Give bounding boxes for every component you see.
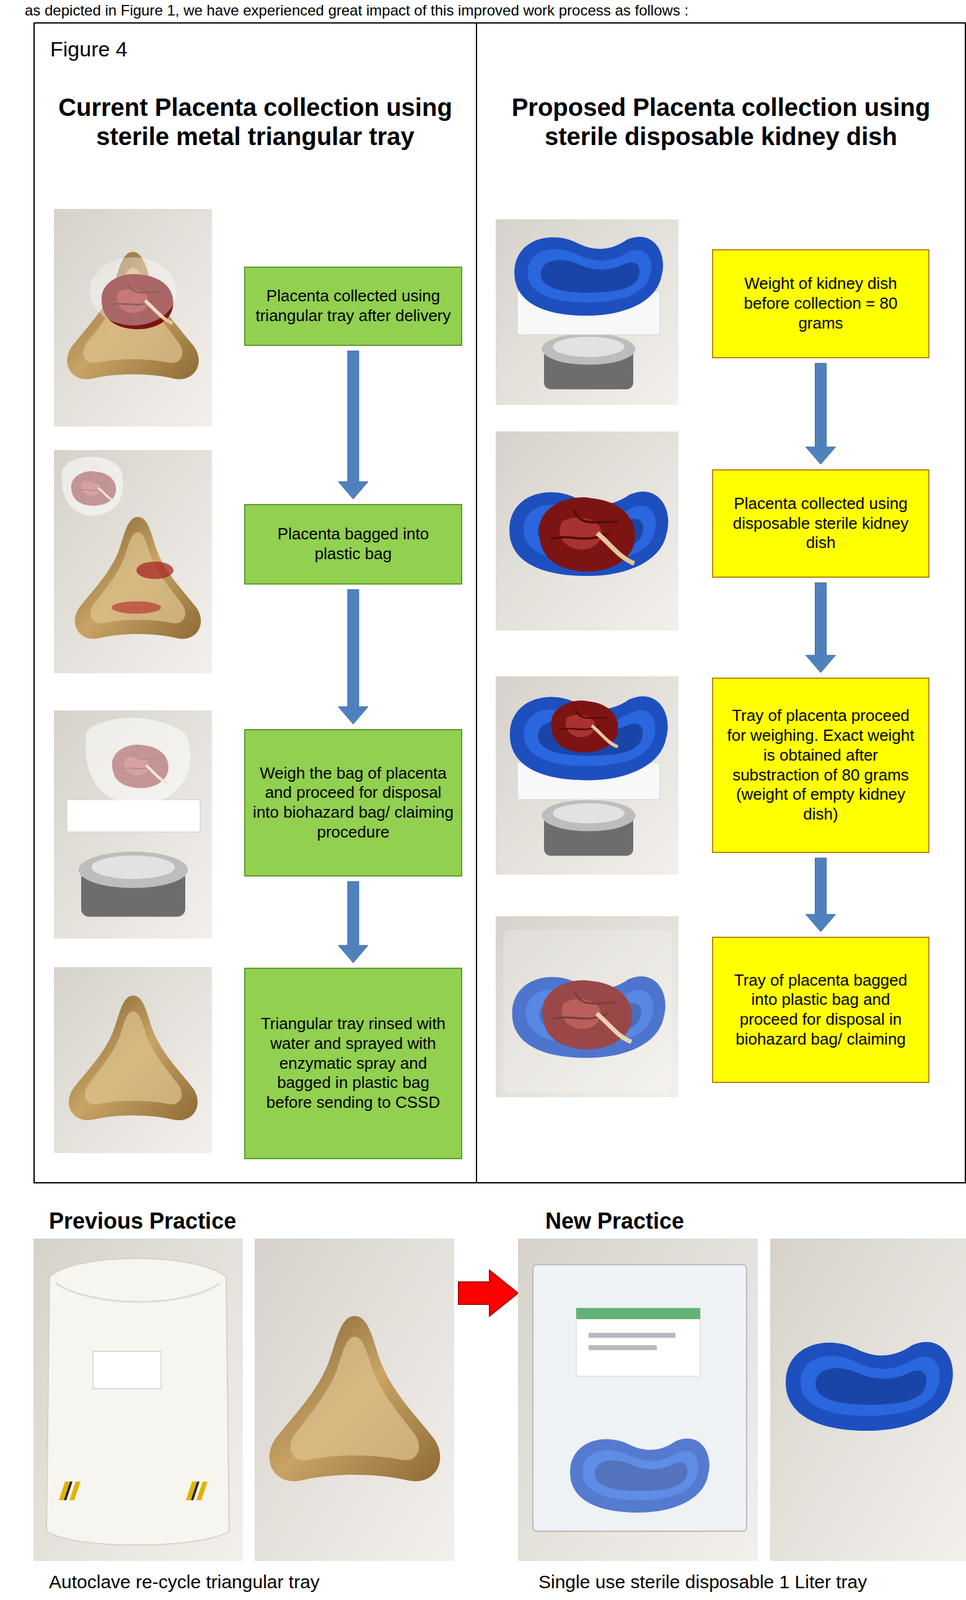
photo-caption: Single use sterile disposable 1 Liter tr… — [538, 1570, 867, 1593]
photo-empty-tray-part — [68, 995, 198, 1120]
panel-title: Current Placenta collection using steril… — [42, 92, 469, 152]
box-text: Placenta collected using triangular tray… — [252, 286, 454, 326]
photo-sterile-package-part — [532, 1264, 747, 1531]
photo-autoclave-package-part — [92, 1350, 162, 1388]
photo-tray-with-placenta-part — [89, 257, 177, 326]
panel-title: Proposed Placenta collection using steri… — [484, 92, 958, 152]
photo-bagged-kidney-dish-part — [495, 915, 679, 1097]
intro-sentence: as depicted in Figure 1, we have experie… — [24, 1, 689, 20]
photo-kidney-dish-weighing-part — [509, 695, 668, 780]
photo-bagged-placenta-part — [136, 561, 174, 579]
box-text: Weight of kidney dish before collection … — [720, 273, 921, 333]
photo-bagged-placenta-part — [53, 449, 212, 673]
photo-kidney-dish-weighing-part — [541, 799, 636, 856]
photo-bagged-kidney-dish — [495, 915, 679, 1097]
photo-tray-with-placenta — [53, 208, 212, 427]
box-text: Tray of placenta proceed for weighing. E… — [720, 705, 921, 824]
photo-weighing-bag-part — [53, 710, 212, 939]
process-box: Weight of kidney dish before collection … — [711, 249, 930, 359]
flow-arrow — [806, 857, 836, 932]
proposed-process-panel: Proposed Placenta collection using steri… — [475, 22, 966, 1183]
photo-blue-kidney-dish-part — [770, 1238, 966, 1561]
photo-sterile-package-part — [534, 1265, 746, 1530]
photo-weighing-bag — [53, 710, 212, 939]
flow-arrow — [338, 350, 369, 499]
photo-placenta-in-kidney-dish-part — [539, 496, 636, 572]
process-box: Placenta bagged into plastic bag — [244, 503, 463, 585]
photo-autoclave-package-part — [46, 1257, 230, 1545]
photo-bagged-placenta-part — [61, 456, 123, 516]
process-box: Weigh the bag of placenta and proceed fo… — [244, 728, 463, 877]
photo-bagged-kidney-dish-part — [503, 929, 672, 1092]
flow-arrow — [806, 582, 836, 673]
photo-blue-kidney-dish-part — [785, 1341, 953, 1431]
process-box: Placenta collected using disposable ster… — [711, 469, 930, 578]
photo-autoclave-package — [33, 1238, 243, 1561]
section-heading: New Practice — [545, 1207, 685, 1234]
photo-caption: Autoclave re-cycle triangular tray — [48, 1570, 320, 1593]
photo-tray-with-placenta-part — [53, 208, 212, 427]
change-arrow — [458, 1269, 519, 1316]
photo-triangular-tray — [254, 1238, 455, 1561]
photo-placenta-in-kidney-dish-part — [495, 431, 679, 631]
process-box: Tray of placenta bagged into plastic bag… — [711, 936, 930, 1083]
box-text: Tray of placenta bagged into plastic bag… — [720, 970, 921, 1050]
photo-bagged-placenta-part — [74, 516, 201, 639]
photo-kidney-dish-on-scale-part — [495, 219, 679, 405]
photo-kidney-dish-on-scale-part — [541, 333, 636, 390]
photo-tray-with-placenta-part — [66, 251, 199, 379]
photo-kidney-dish-weighing-part — [495, 676, 679, 875]
photo-autoclave-package-part — [190, 1480, 200, 1500]
change-arrow-part — [458, 1269, 519, 1316]
photo-triangular-tray-part — [254, 1238, 455, 1561]
photo-autoclave-package-part — [185, 1480, 208, 1500]
photo-sterile-package — [518, 1238, 758, 1561]
photo-placenta-in-kidney-dish — [495, 431, 679, 631]
process-box: Triangular tray rinsed with water and sp… — [244, 967, 463, 1159]
photo-autoclave-package-part — [58, 1480, 81, 1500]
box-text: Triangular tray rinsed with water and sp… — [252, 1013, 454, 1113]
photo-empty-tray-part — [53, 966, 212, 1153]
photo-kidney-dish-weighing-part — [550, 700, 619, 753]
photo-triangular-tray-part — [269, 1315, 441, 1481]
photo-weighing-bag-part — [78, 851, 188, 917]
box-text: Placenta collected using disposable ster… — [720, 493, 921, 553]
photo-kidney-dish-on-scale — [495, 219, 679, 405]
flow-arrow — [338, 589, 369, 724]
photo-bagged-placenta — [53, 449, 212, 673]
box-text: Placenta bagged into plastic bag — [252, 524, 454, 564]
section-heading: Previous Practice — [48, 1207, 237, 1234]
photo-bagged-placenta-part — [111, 601, 162, 614]
photo-autoclave-package-part — [33, 1238, 243, 1561]
flow-arrow — [338, 881, 369, 963]
photo-autoclave-package-part — [63, 1480, 73, 1500]
photo-autoclave-package-part — [55, 1282, 220, 1302]
photo-placenta-in-kidney-dish-part — [509, 491, 668, 576]
process-box: Tray of placenta proceed for weighing. E… — [711, 677, 930, 853]
photo-weighing-bag-part — [85, 717, 191, 806]
process-box: Placenta collected using triangular tray… — [244, 266, 463, 346]
photo-kidney-dish-on-scale-part — [514, 236, 664, 316]
current-process-panel: Figure 4 Current Placenta collection usin… — [33, 22, 478, 1183]
photo-sterile-package-part — [518, 1238, 758, 1561]
photo-blue-kidney-dish — [770, 1238, 966, 1561]
flow-arrow — [806, 363, 836, 465]
figure-number: Figure 4 — [50, 37, 128, 62]
box-text: Weigh the bag of placenta and proceed fo… — [252, 763, 454, 843]
photo-empty-tray — [53, 966, 212, 1153]
photo-kidney-dish-weighing — [495, 676, 679, 875]
